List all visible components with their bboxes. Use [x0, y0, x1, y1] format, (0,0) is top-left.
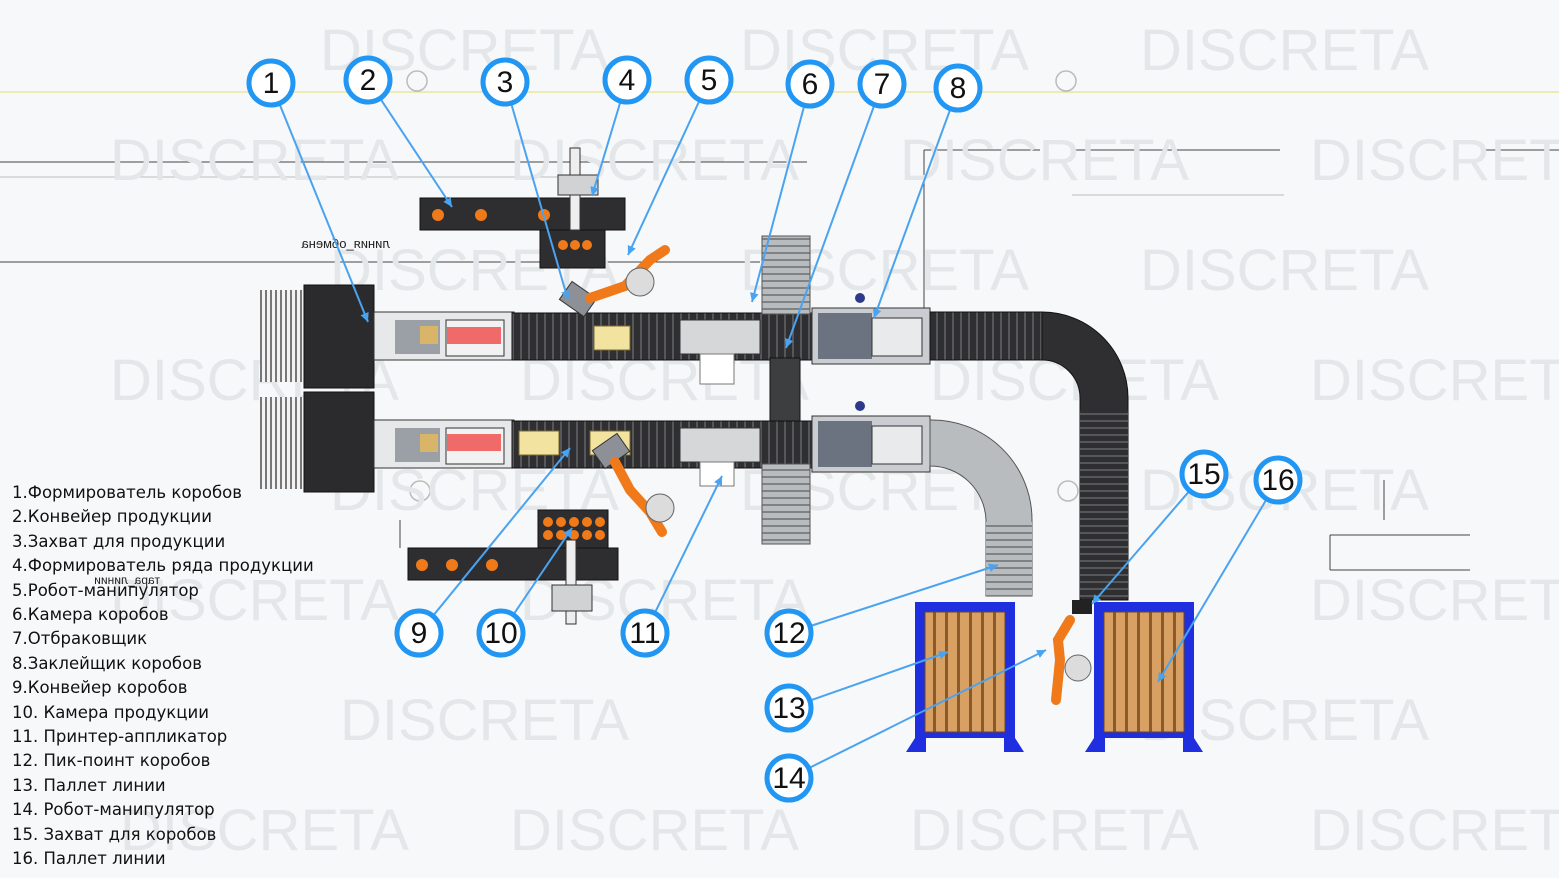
callout-7: 7 — [860, 62, 904, 106]
svg-text:DISCRETA: DISCRETA — [1310, 128, 1559, 193]
callout-number: 16 — [1261, 464, 1294, 497]
pallet-right — [1085, 602, 1203, 752]
svg-text:DISCRETA: DISCRETA — [1310, 798, 1559, 863]
callout-10: 10 — [479, 611, 523, 655]
palletizing-robot — [1056, 600, 1092, 700]
callout-5: 5 — [687, 58, 731, 102]
svg-text:DISCRETA: DISCRETA — [1140, 18, 1429, 83]
callout-number: 12 — [772, 617, 805, 650]
svg-text:DISCRETA: DISCRETA — [1310, 568, 1559, 633]
legend-item: 8.Заклейщик коробов — [12, 652, 342, 676]
callout-4: 4 — [605, 58, 649, 102]
callout-1: 1 — [249, 61, 293, 105]
svg-text:DISCRETA: DISCRETA — [1140, 238, 1429, 303]
legend-item: 10. Камера продукции — [12, 701, 342, 725]
legend-item: 14. Робот-манипулятор — [12, 798, 342, 822]
callout-number: 10 — [484, 617, 517, 650]
svg-text:DISCRETA: DISCRETA — [510, 128, 799, 193]
legend-item: 2.Конвейер продукции — [12, 505, 342, 529]
callout-16: 16 — [1256, 458, 1300, 502]
callout-15: 15 — [1182, 452, 1226, 496]
legend-item: 5.Робот-манипулятор — [12, 579, 342, 603]
callout-9: 9 — [397, 611, 441, 655]
legend-item: 4.Формирователь ряда продукции — [12, 554, 342, 578]
svg-text:DISCRETA: DISCRETA — [510, 798, 799, 863]
svg-text:DISCRETA: DISCRETA — [340, 688, 629, 753]
legend-item: 6.Камера коробов — [12, 603, 342, 627]
legend-item: 12. Пик-поинт коробов — [12, 749, 342, 773]
legend-item: 9.Конвейер коробов — [12, 676, 342, 700]
box-sealers — [812, 293, 930, 472]
callout-number: 5 — [701, 64, 718, 97]
callout-number: 9 — [411, 617, 428, 650]
callout-number: 6 — [802, 68, 819, 101]
callout-number: 7 — [874, 68, 891, 101]
svg-text:DISCRETA: DISCRETA — [1310, 348, 1559, 413]
callout-12: 12 — [767, 611, 811, 655]
legend-item: 15. Захват для коробов — [12, 823, 342, 847]
callout-number: 2 — [360, 64, 377, 97]
callout-14: 14 — [767, 756, 811, 800]
callout-number: 3 — [497, 66, 514, 99]
mirrored-label-top: линия_обмена — [301, 236, 390, 251]
callout-8: 8 — [936, 66, 980, 110]
legend-item: 3.Захват для продукции — [12, 530, 342, 554]
callout-number: 13 — [772, 692, 805, 725]
callout-13: 13 — [767, 686, 811, 730]
legend-item: 11. Принтер-аппликатор — [12, 725, 342, 749]
callout-number: 14 — [772, 762, 805, 795]
legend-item: 16. Паллет линии — [12, 847, 342, 871]
svg-text:DISCRETA: DISCRETA — [900, 128, 1189, 193]
callout-3: 3 — [483, 60, 527, 104]
legend-item: 1.Формирователь коробов — [12, 481, 342, 505]
svg-text:DISCRETA: DISCRETA — [110, 128, 399, 193]
callout-11: 11 — [623, 611, 667, 655]
callout-number: 15 — [1187, 458, 1220, 491]
callout-number: 4 — [619, 64, 636, 97]
leader-line — [1158, 500, 1266, 682]
callout-number: 8 — [950, 72, 967, 105]
pallet-left — [906, 602, 1024, 752]
callout-number: 1 — [263, 67, 280, 100]
callout-6: 6 — [788, 62, 832, 106]
svg-text:DISCRETA: DISCRETA — [910, 798, 1199, 863]
legend-item: 7.Отбраковщик — [12, 627, 342, 651]
callout-number: 11 — [629, 617, 660, 650]
callout-2: 2 — [346, 58, 390, 102]
legend-item: 13. Паллет линии — [12, 774, 342, 798]
